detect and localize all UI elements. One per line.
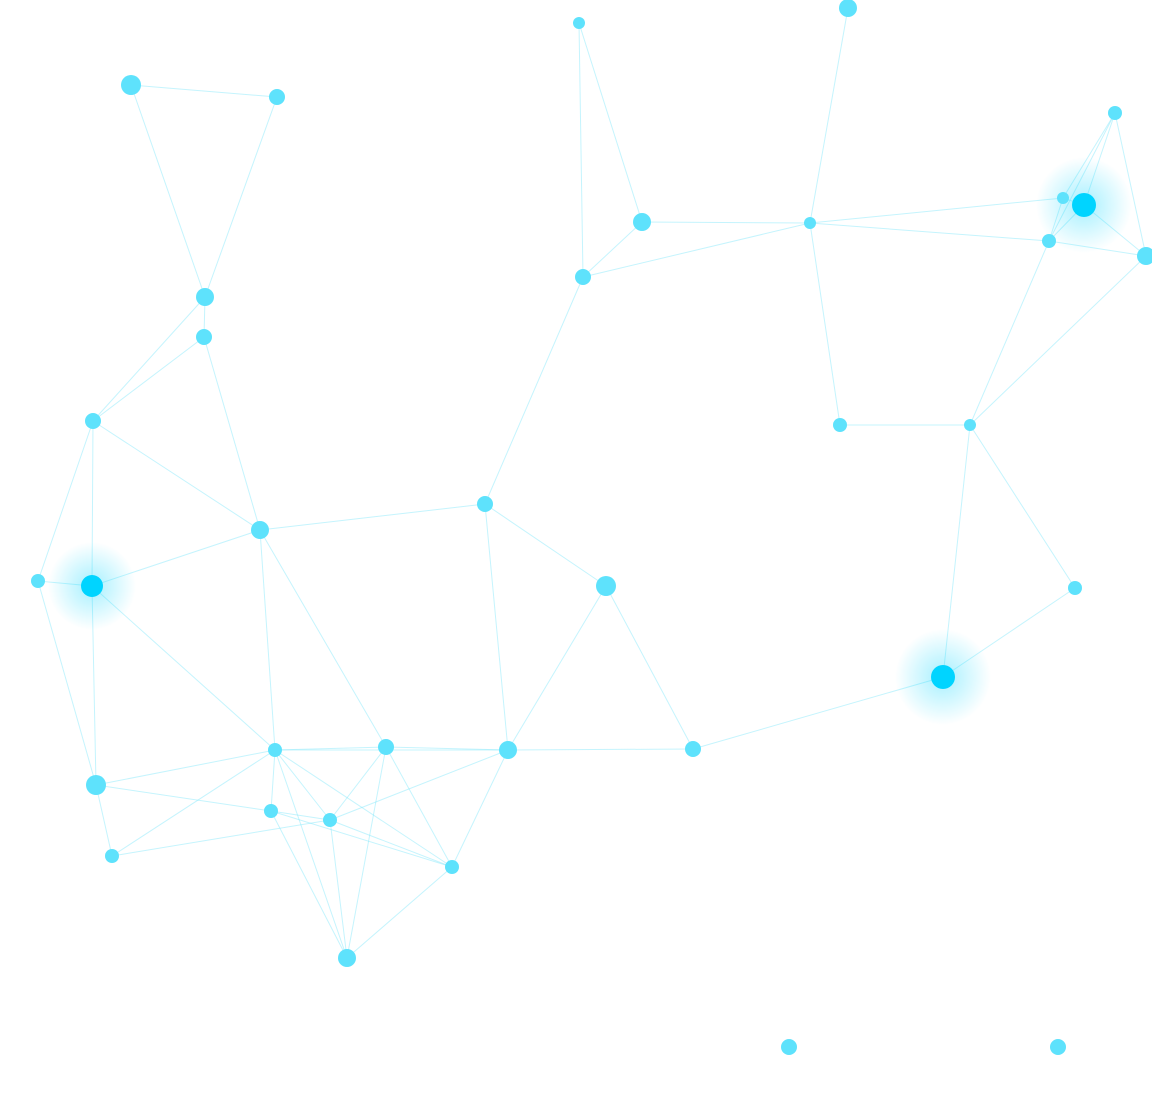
graph-node [781, 1039, 797, 1055]
graph-edge [809, 222, 1050, 242]
graph-edge [259, 503, 486, 531]
graph-edge [385, 746, 453, 868]
graph-edge [1114, 112, 1147, 257]
graph-edge [270, 810, 331, 821]
graph-edge [484, 503, 607, 587]
graph-edge [92, 296, 206, 422]
graph-node [378, 739, 394, 755]
graph-node [477, 496, 493, 512]
graph-edge [95, 749, 276, 786]
graph-edge [274, 749, 348, 959]
graph-node-highlighted [81, 575, 103, 597]
graph-node [1050, 1039, 1066, 1055]
graph-node [86, 775, 106, 795]
graph-edge [37, 420, 94, 582]
graph-edge [37, 580, 97, 786]
graph-node [268, 743, 282, 757]
graph-node [85, 413, 101, 429]
graph-node [685, 741, 701, 757]
graph-node [573, 17, 585, 29]
graph-edge [346, 746, 387, 959]
graph-node [804, 217, 816, 229]
graph-node [251, 521, 269, 539]
graph-node [196, 329, 212, 345]
graph-node [264, 804, 278, 818]
graph-edge [507, 748, 694, 751]
graph-edge [274, 749, 331, 821]
graph-edge [809, 197, 1064, 224]
graph-node [1042, 234, 1056, 248]
graph-edge [809, 7, 849, 224]
graph-node [323, 813, 337, 827]
graph-edge [329, 746, 387, 821]
graph-edge [451, 749, 509, 868]
graph-edge [274, 749, 453, 868]
graph-edge [95, 784, 272, 812]
graph-edge [92, 336, 205, 422]
graph-edge [259, 529, 387, 748]
graph-node [445, 860, 459, 874]
graph-node [1057, 192, 1069, 204]
graph-edge [507, 585, 607, 751]
graph-node-highlighted [1072, 193, 1096, 217]
graph-edge [578, 22, 584, 278]
graph-edge [95, 784, 113, 857]
graph-edge [582, 222, 811, 278]
graph-edge [346, 866, 453, 959]
graph-edge [270, 749, 276, 812]
nodes [31, 0, 1152, 1055]
graph-node [833, 418, 847, 432]
graph-edge [484, 503, 509, 751]
graph-node [121, 75, 141, 95]
graph-edge [203, 336, 261, 531]
graph-edge [809, 222, 841, 426]
graph-edge [270, 810, 453, 868]
graph-node-highlighted [931, 665, 955, 689]
graph-node [575, 269, 591, 285]
graph-node [964, 419, 976, 431]
graph-node [196, 288, 214, 306]
graph-node [105, 849, 119, 863]
graph-edge [111, 749, 276, 857]
graph-edge [130, 84, 278, 98]
edges [37, 7, 1147, 959]
graph-node [499, 741, 517, 759]
graph-node [839, 0, 857, 17]
graph-edge [578, 22, 643, 223]
graph-edge [641, 221, 811, 224]
graph-node [1068, 581, 1082, 595]
graph-node [269, 89, 285, 105]
graph-node [633, 213, 651, 231]
graph-edge [204, 96, 278, 298]
graph-edge [605, 585, 694, 750]
graph-edge [484, 276, 584, 505]
graph-edge [329, 749, 509, 821]
graph-node [596, 576, 616, 596]
graph-edge [130, 84, 206, 298]
graph-node [31, 574, 45, 588]
graph-node [1108, 106, 1122, 120]
graph-edge [111, 819, 331, 857]
graph-edge [92, 420, 261, 531]
graph-node [1137, 247, 1152, 265]
graph-edge [969, 240, 1050, 426]
graph-edge [329, 819, 453, 868]
graph-edge [582, 221, 643, 278]
graph-edge [329, 819, 348, 959]
graph-edge [259, 529, 276, 751]
graph-node [338, 949, 356, 967]
graph-edge [969, 255, 1147, 426]
graph-edge [274, 746, 387, 751]
graph-edge [385, 746, 509, 751]
graph-edge [969, 424, 1076, 589]
graph-edge [270, 810, 348, 959]
